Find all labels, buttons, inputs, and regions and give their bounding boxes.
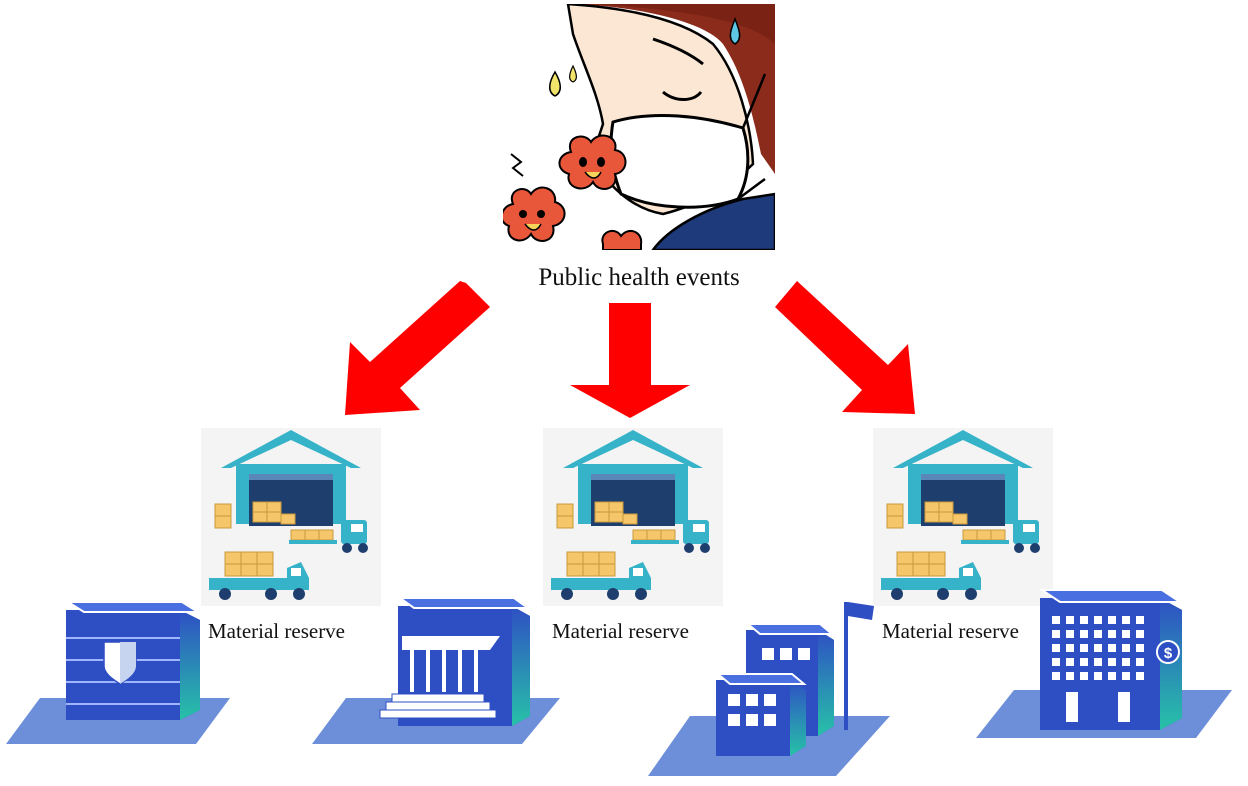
warehouse-with-trucks-icon: [881, 430, 1040, 600]
arrow-right-icon: [775, 281, 915, 414]
warehouse-1: [201, 428, 381, 606]
arrows-layer: [345, 281, 915, 418]
svg-text:$: $: [1164, 645, 1173, 662]
virus-germ-icon: [558, 134, 627, 190]
bank-dollar-building-icon: $: [976, 589, 1232, 738]
dollar-sign-icon: [1156, 640, 1180, 664]
public-health-illustration: [500, 2, 777, 252]
warehouse-2: [543, 428, 723, 606]
government-pillar-building-icon: [312, 597, 560, 744]
school-flag-building-icon: [648, 602, 890, 776]
arrow-left-icon: [345, 281, 490, 415]
arrow-center-icon: [570, 303, 690, 418]
warehouse-3: [873, 428, 1053, 606]
buildings-layer: $: [6, 589, 1232, 776]
hospital-shield-building-icon: [6, 601, 230, 744]
public-health-events-label: Public health events: [538, 264, 740, 291]
virus-germ-icon: [500, 186, 566, 242]
material-reserve-label-3: Material reserve: [882, 619, 1020, 643]
material-reserve-label-2: Material reserve: [552, 619, 690, 643]
masked-person-icon: [500, 2, 777, 252]
warehouse-with-trucks-icon: [209, 430, 368, 600]
flag-icon: [848, 602, 874, 620]
warehouse-with-trucks-icon: [551, 430, 710, 600]
material-reserve-label-1: Material reserve: [208, 619, 346, 643]
